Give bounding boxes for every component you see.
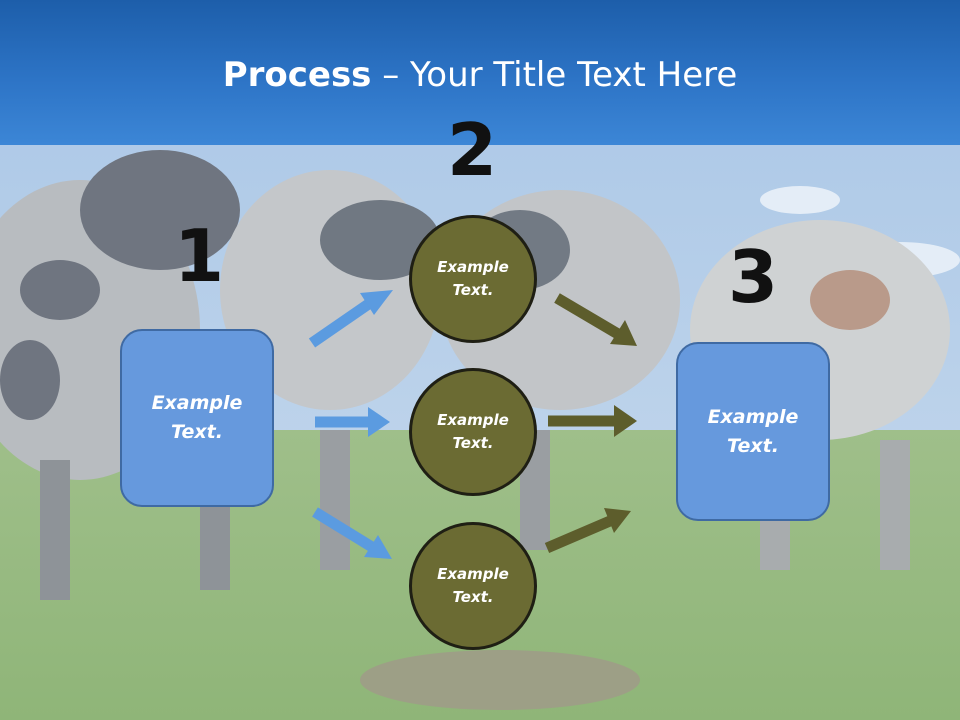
title-rest: – Your Title Text Here xyxy=(371,55,738,95)
title-band xyxy=(0,0,960,145)
step-1-box: Example Text. xyxy=(120,329,274,507)
step-2-circle-middle: Example Text. xyxy=(409,368,537,496)
step-2-circle-bottom: Example Text. xyxy=(409,522,537,650)
step-3-text: Example Text. xyxy=(707,405,799,457)
step-number-2: 2 xyxy=(446,108,498,192)
step-2-circle-top: Example Text. xyxy=(409,215,537,343)
circle-top-text: Example Text. xyxy=(437,258,509,299)
step-1-text: Example Text. xyxy=(151,392,243,443)
step-3-box: Example Text. xyxy=(676,342,830,521)
title-bold: Process xyxy=(222,55,372,95)
step-number-1: 1 xyxy=(173,214,225,298)
circle-middle-text: Example Text. xyxy=(437,411,509,452)
step-number-3: 3 xyxy=(727,235,779,319)
slide-title: Process – Your Title Text Here xyxy=(0,52,960,98)
circle-bottom-text: Example Text. xyxy=(437,565,509,606)
